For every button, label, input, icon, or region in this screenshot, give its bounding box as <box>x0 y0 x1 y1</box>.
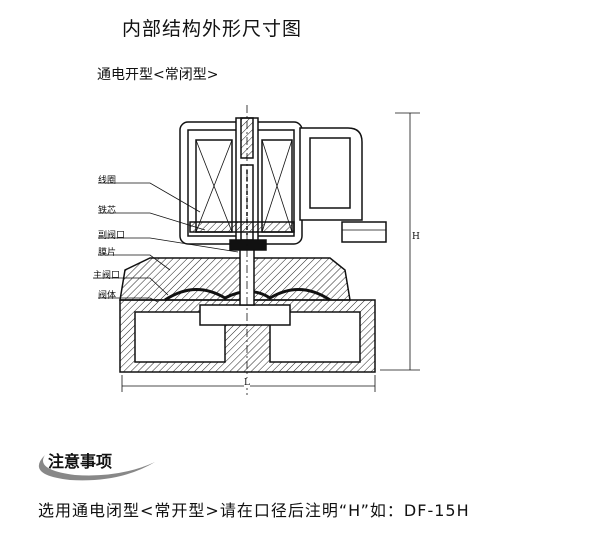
dimension-h: H <box>412 232 420 242</box>
label-coil: 线圈 <box>98 176 117 186</box>
label-core: 铁芯 <box>98 206 117 216</box>
label-main-port: 主阀口 <box>93 271 121 281</box>
page-title: 内部结构外形尺寸图 <box>122 18 303 40</box>
valve-body <box>119 249 376 373</box>
label-body: 阀体 <box>98 291 117 301</box>
label-diaphragm: 膜片 <box>98 248 117 258</box>
label-pilot-port: 副阀口 <box>98 231 126 241</box>
coil-housing <box>179 117 303 251</box>
notice-heading: 注意事项 <box>48 452 113 471</box>
dimension-l: L <box>244 378 250 388</box>
connector-box <box>299 127 387 243</box>
notice-swoosh <box>38 455 155 481</box>
subtitle: 通电开型<常闭型> <box>97 67 219 83</box>
note-text: 选用通电闭型<常开型>请在口径后注明“H”如：DF-15H <box>38 501 470 520</box>
